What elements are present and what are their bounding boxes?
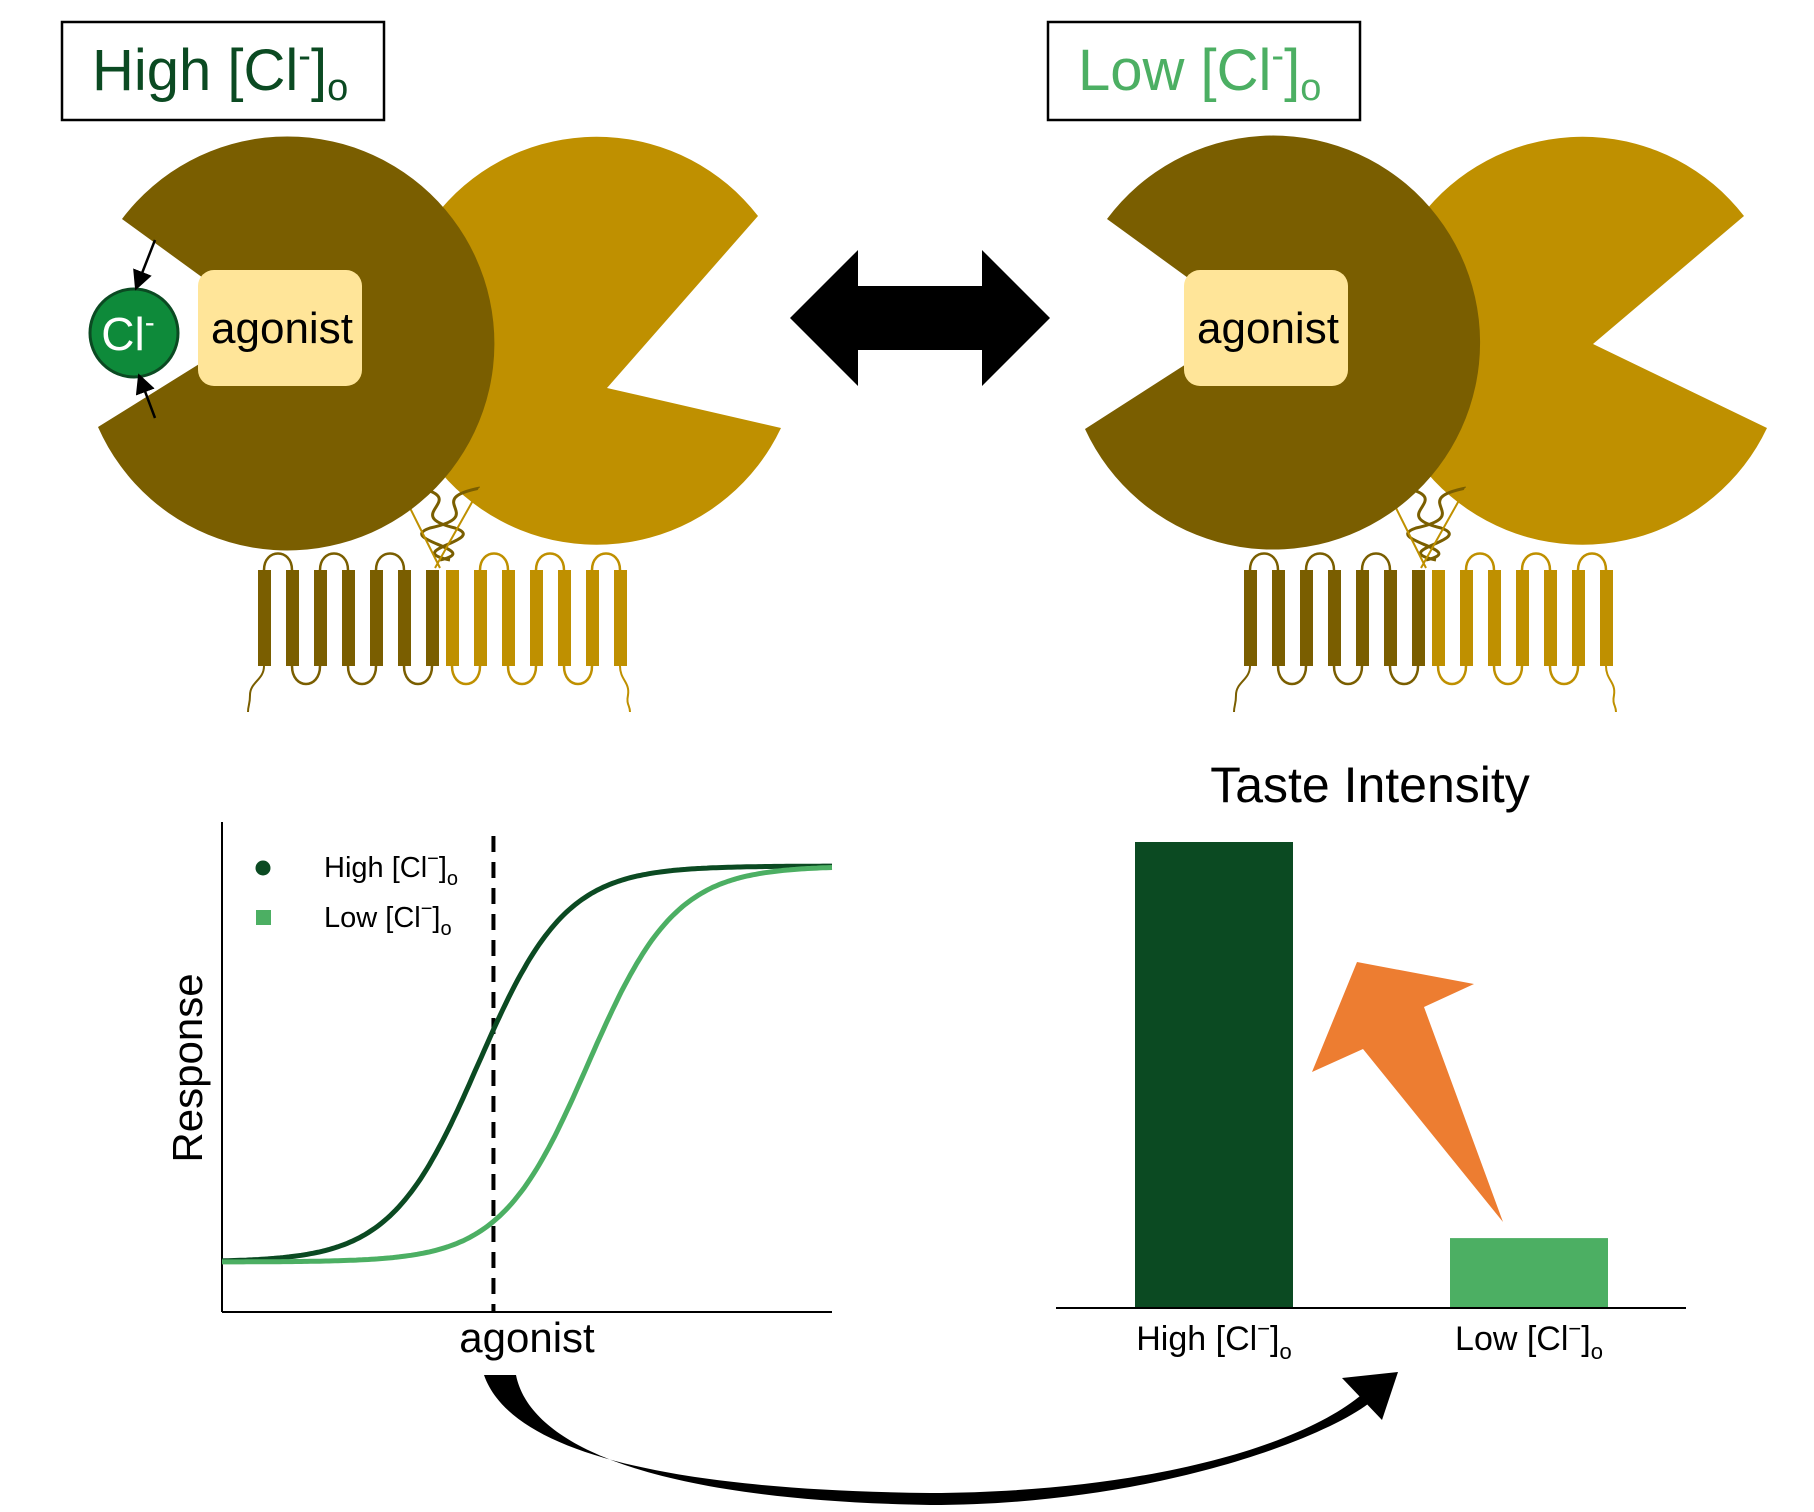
agonist-block <box>1184 270 1348 386</box>
legend-marker-high <box>255 860 271 876</box>
right-title-sup: - <box>1271 35 1284 77</box>
transmembrane-domain <box>1233 486 1617 713</box>
transmembrane-domain <box>247 486 631 713</box>
agonist-label: agonist <box>1197 304 1339 353</box>
dose-response-chart: Response agonist High [Cl−]o Low [Cl−]o <box>164 822 833 1361</box>
taste-intensity-chart: Taste Intensity High [Cl−]o Low [Cl−]o <box>1056 757 1686 1364</box>
legend: High [Cl−]o Low [Cl−]o <box>255 848 458 940</box>
left-title-main: High [Cl <box>92 38 298 103</box>
svg-text:Cl-: Cl- <box>101 306 154 360</box>
agonist-block <box>198 270 362 386</box>
left-title-sub: o <box>327 67 348 109</box>
chloride-ion: Cl- <box>88 239 180 419</box>
series-high-cl-curve <box>221 863 832 1264</box>
bar-chart-title: Taste Intensity <box>1210 757 1530 813</box>
legend-label-low: Low [Cl−]o <box>324 898 452 940</box>
y-axis-label: Response <box>164 973 211 1162</box>
bar-category-label-high: High [Cl−]o <box>1136 1316 1292 1364</box>
ion-label-main: Cl <box>101 308 144 360</box>
left-title-close: ] <box>311 38 327 103</box>
increase-arrow <box>1312 962 1503 1222</box>
ion-label-sup: - <box>145 306 155 339</box>
series-low-cl-curve <box>222 865 833 1265</box>
legend-marker-low <box>256 910 271 925</box>
right-title-main: Low [Cl <box>1078 38 1271 103</box>
receptor-left: agonist Cl- <box>88 136 781 713</box>
light-lobe <box>392 136 781 545</box>
right-panel-title: Low [Cl-]o <box>1046 20 1362 122</box>
bar-category-label-low: Low [Cl−]o <box>1455 1316 1603 1364</box>
bar-high-cl <box>1135 842 1293 1308</box>
receptor-right: agonist <box>1085 135 1767 713</box>
right-title-close: ] <box>1284 38 1300 103</box>
left-title-sup: - <box>298 35 311 77</box>
left-panel-title: High [Cl-]o <box>60 20 386 122</box>
equilibrium-double-arrow <box>790 250 1050 386</box>
svg-text:Low [Cl-]o: Low [Cl-]o <box>1078 35 1321 109</box>
x-axis-label: agonist <box>459 1314 595 1361</box>
bar-low-cl <box>1450 1238 1608 1308</box>
legend-label-high: High [Cl−]o <box>324 848 458 890</box>
light-lobe <box>1378 136 1767 545</box>
agonist-label: agonist <box>211 304 353 353</box>
curved-connector-arrow <box>484 1372 1398 1505</box>
right-title-sub: o <box>1300 67 1321 109</box>
svg-text:High [Cl-]o: High [Cl-]o <box>92 35 348 109</box>
